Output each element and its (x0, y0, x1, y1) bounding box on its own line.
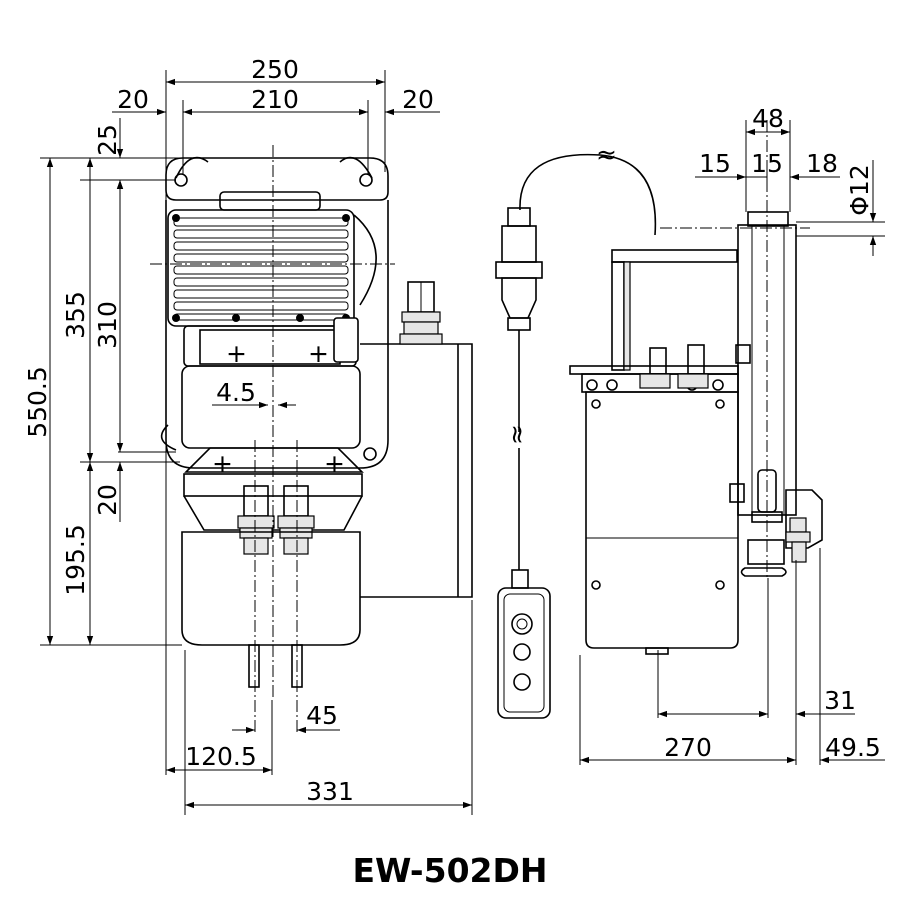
dim-shaft-offset: 4.5 (216, 378, 256, 407)
side-cable (353, 214, 377, 306)
front-dimensions: 250 210 20 20 25 550.5 355 310 20 195.5 … (23, 55, 473, 815)
front-view: + + + + (150, 145, 473, 735)
dim-upper-height: 355 (61, 291, 90, 339)
motor-housing (167, 209, 355, 327)
base-plate (184, 447, 364, 473)
model-title: EW-502DH (352, 851, 547, 890)
dim-mount-height: 310 (93, 301, 122, 349)
pendant-button-1[interactable] (511, 613, 533, 635)
mount-frame (165, 200, 389, 469)
pendant-button-3[interactable] (513, 673, 531, 691)
cooling-fins (173, 217, 349, 321)
lower-tank (181, 531, 361, 646)
cable-connector-top (501, 225, 537, 263)
clamp-block (785, 489, 823, 549)
dim-total-height: 550.5 (23, 366, 52, 438)
pendant-button-2[interactable] (513, 643, 531, 661)
dim-right-margin: 20 (402, 85, 434, 114)
dim-rear-offset: 31 (824, 686, 856, 715)
reservoir-upper (181, 365, 361, 449)
plus-mark-1: + (226, 339, 247, 368)
dim-end-offset: 49.5 (825, 733, 881, 762)
bracket-arm (611, 261, 625, 371)
dim-overall-width: 250 (251, 55, 299, 84)
cable-strain-relief (507, 207, 531, 227)
tank-foot (645, 647, 669, 655)
pump-head (183, 325, 357, 367)
rear-box (360, 343, 473, 598)
bracket-rack (623, 261, 631, 371)
pendant-cable-top (519, 153, 657, 236)
pendant-controller: ≈ ≈ (495, 140, 657, 719)
dim-lower-height: 195.5 (61, 524, 90, 596)
cable-loop-left (175, 156, 209, 179)
cylinder-right (277, 485, 315, 555)
dim-overall-length: 270 (664, 733, 712, 762)
dim-arm-c: 18 (806, 149, 838, 178)
dim-hole-dia: Φ12 (845, 164, 874, 216)
side-tank (585, 391, 739, 649)
cable-connector-ring (495, 261, 543, 279)
dim-arm-b: 15 (751, 149, 783, 178)
dim-inner-width: 210 (251, 85, 299, 114)
cable-break-mark-top: ≈ (596, 140, 617, 169)
base-clamp (747, 539, 785, 565)
valve-stub-2 (687, 344, 705, 375)
pendant-cable-boot (511, 569, 529, 589)
cable-gland (399, 281, 443, 345)
frame-top (747, 211, 789, 227)
base-handle (740, 567, 787, 577)
cable-loop-right (339, 156, 373, 179)
valve-stub-1 (649, 347, 667, 375)
dim-pin-pitch: 45 (306, 701, 338, 730)
frame-hole (363, 447, 377, 461)
top-mounting-plate (165, 157, 389, 201)
fitting-1 (639, 373, 671, 389)
dim-left-margin: 20 (117, 85, 149, 114)
dim-top-offset: 25 (93, 124, 122, 156)
dim-total-depth: 331 (306, 777, 354, 806)
cable-connector-base (507, 317, 531, 331)
cylinder-left (237, 485, 275, 555)
pin-left (248, 644, 260, 688)
head-plate (569, 365, 739, 375)
dim-mount-gap: 20 (93, 484, 122, 516)
cable-connector-body (501, 277, 537, 319)
top-bracket (611, 249, 738, 263)
side-view (569, 120, 823, 655)
side-dimensions: 48 15 15 18 Φ12 31 270 49.5 (579, 104, 885, 765)
valve-block (333, 317, 359, 363)
dim-arm-a: 15 (699, 149, 731, 178)
motor-cap (219, 191, 321, 211)
plus-mark-3: + (212, 449, 233, 478)
frame-hook (160, 424, 177, 451)
plus-mark-4: + (324, 449, 345, 478)
pendant-body (497, 587, 551, 719)
mount-hole-right (359, 173, 373, 187)
dim-pin-center: 120.5 (185, 742, 257, 771)
fitting-2 (677, 373, 709, 389)
dim-arm-width: 48 (752, 104, 784, 133)
cable-break-mark-bottom: ≈ (502, 424, 531, 445)
plus-mark-2: + (308, 339, 329, 368)
cylinder-mount (183, 495, 363, 531)
